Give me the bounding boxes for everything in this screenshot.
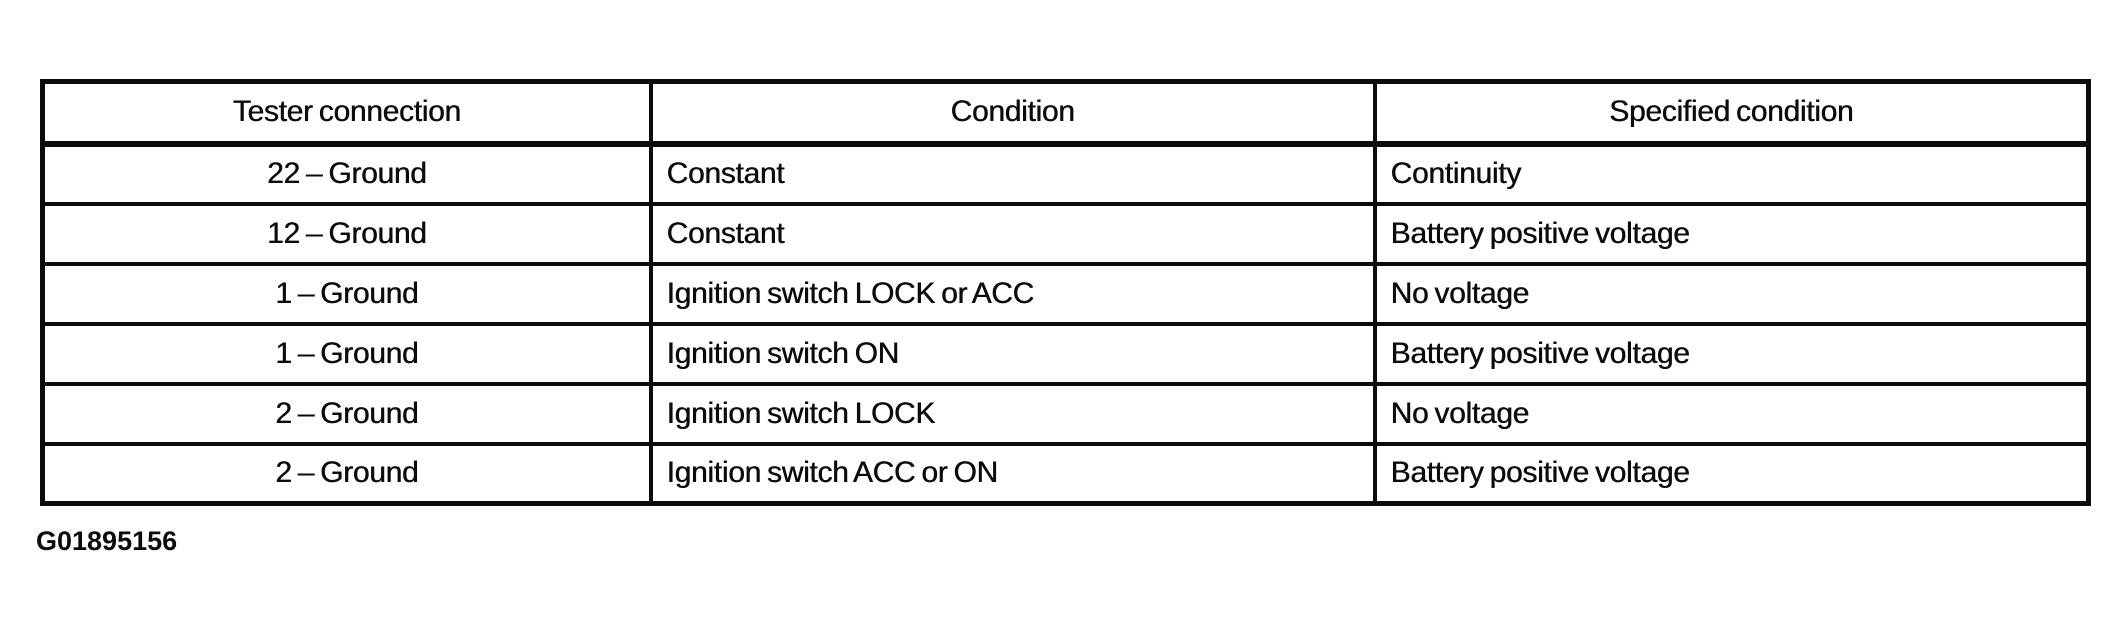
table-row: 1 – Ground Ignition switch LOCK or ACC N… bbox=[40, 261, 2091, 326]
col-header-condition: Condition bbox=[648, 79, 1377, 147]
cell-specified-condition: No voltage bbox=[1372, 261, 2091, 326]
cell-condition: Ignition switch ACC or ON bbox=[648, 441, 1377, 506]
cell-specified-condition: Continuity bbox=[1372, 141, 2091, 206]
cell-specified-condition: Battery positive voltage bbox=[1372, 321, 2091, 386]
cell-condition: Ignition switch LOCK or ACC bbox=[648, 261, 1377, 326]
table-header-row: Tester connection Condition Specified co… bbox=[40, 79, 2091, 147]
cell-tester-connection: 1 – Ground bbox=[40, 321, 653, 386]
cell-specified-condition: Battery positive voltage bbox=[1372, 441, 2091, 506]
cell-tester-connection: 22 – Ground bbox=[40, 141, 653, 206]
table-row: 2 – Ground Ignition switch ACC or ON Bat… bbox=[40, 441, 2091, 506]
cell-condition: Ignition switch LOCK bbox=[648, 381, 1377, 446]
table-row: 1 – Ground Ignition switch ON Battery po… bbox=[40, 321, 2091, 386]
cell-tester-connection: 2 – Ground bbox=[40, 381, 653, 446]
cell-condition: Constant bbox=[648, 141, 1377, 206]
table-row: 22 – Ground Constant Continuity bbox=[40, 141, 2091, 206]
cell-condition: Ignition switch ON bbox=[648, 321, 1377, 386]
cell-specified-condition: Battery positive voltage bbox=[1372, 201, 2091, 266]
cell-tester-connection: 12 – Ground bbox=[40, 201, 653, 266]
tester-specification-table: Tester connection Condition Specified co… bbox=[40, 79, 2091, 506]
cell-tester-connection: 1 – Ground bbox=[40, 261, 653, 326]
cell-condition: Constant bbox=[648, 201, 1377, 266]
table-row: 2 – Ground Ignition switch LOCK No volta… bbox=[40, 381, 2091, 446]
col-header-specified-condition: Specified condition bbox=[1372, 79, 2091, 147]
col-header-tester-connection: Tester connection bbox=[40, 79, 653, 147]
cell-specified-condition: No voltage bbox=[1372, 381, 2091, 446]
cell-tester-connection: 2 – Ground bbox=[40, 441, 653, 506]
figure-id-caption: G01895156 bbox=[36, 526, 178, 556]
table-row: 12 – Ground Constant Battery positive vo… bbox=[40, 201, 2091, 266]
